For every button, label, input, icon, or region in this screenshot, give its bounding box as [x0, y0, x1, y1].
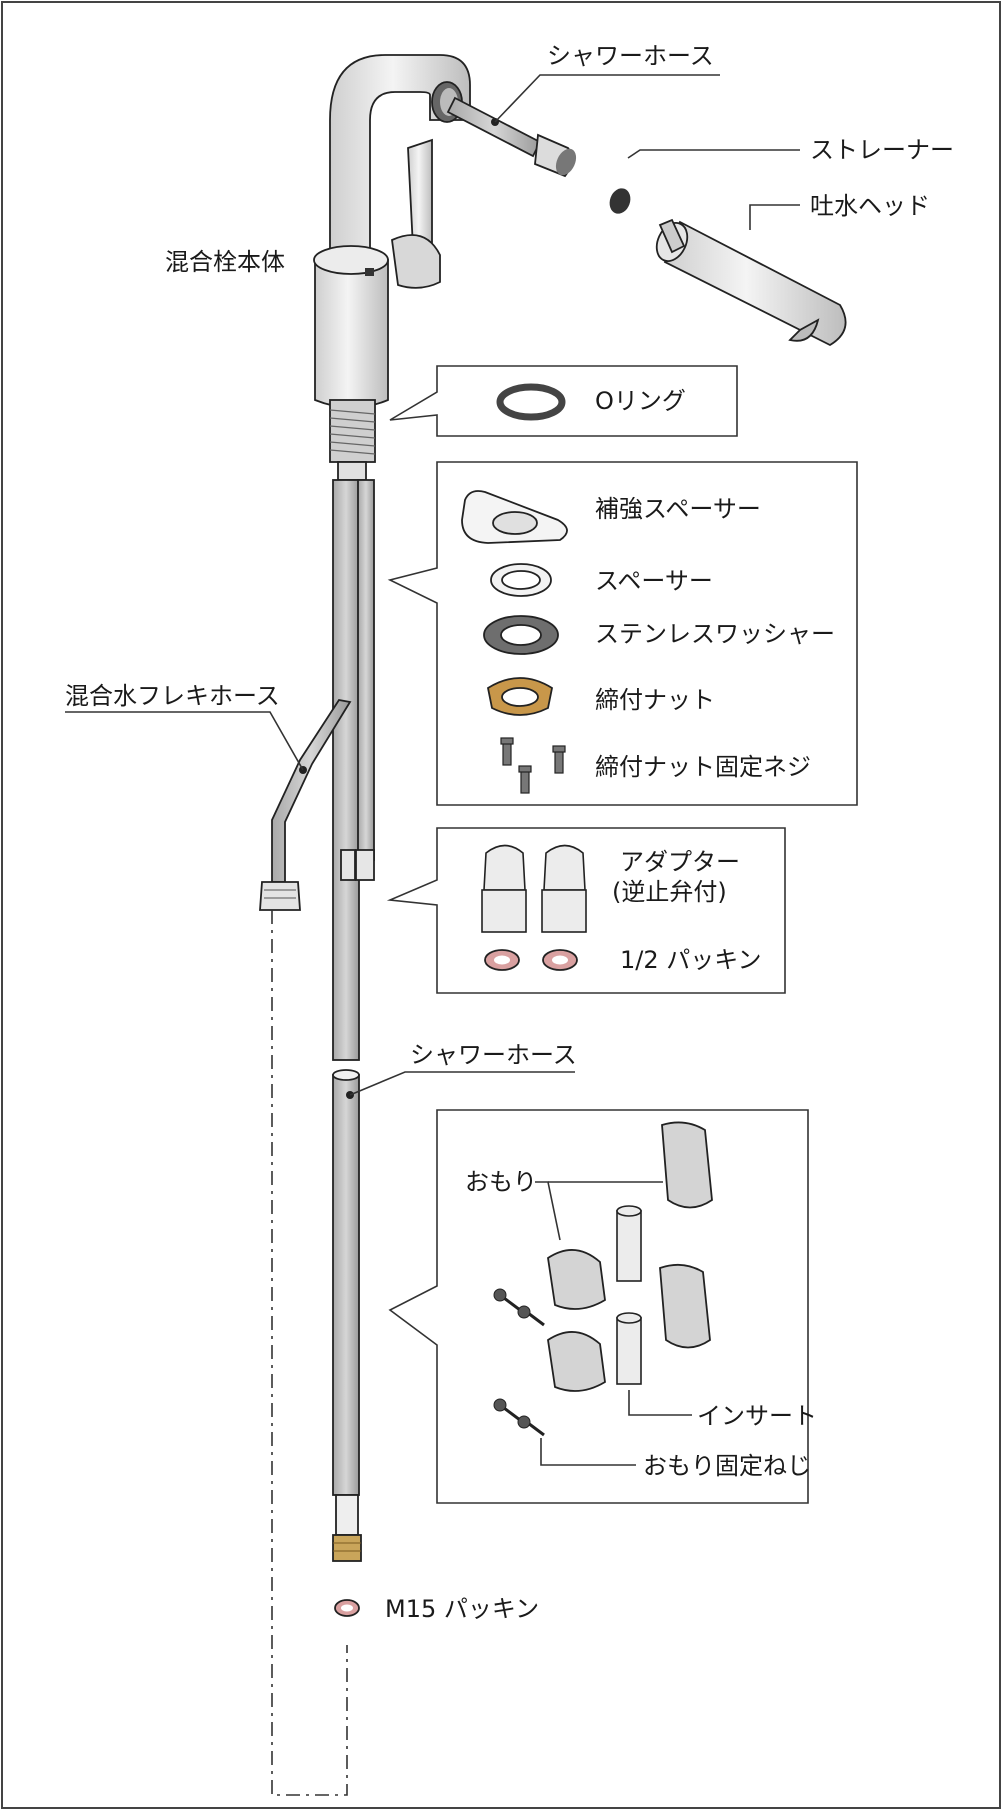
label-half-packing: 1/2 パッキン	[620, 946, 762, 974]
label-weight-screw: おもり固定ねじ	[643, 1452, 811, 1480]
label-weight: おもり	[465, 1168, 537, 1196]
callout-adapters	[386, 827, 786, 994]
label-fastening-nut-screw: 締付ナット固定ネジ	[595, 753, 811, 781]
label-mixed-water-flex-hose: 混合水フレキホース	[65, 682, 280, 710]
label-shower-hose-top: シャワーホース	[547, 42, 714, 70]
callout-o-ring	[389, 365, 738, 437]
label-m15-packing: M15 パッキン	[385, 1595, 539, 1623]
hoses-illustration	[259, 479, 375, 1796]
label-strainer: ストレーナー	[810, 136, 954, 164]
label-insert: インサート	[697, 1402, 817, 1430]
mixer-body-illustration	[313, 54, 471, 481]
label-adapter-line2: (逆止弁付)	[612, 878, 727, 906]
label-spout-head: 吐水ヘッド	[810, 192, 930, 220]
strainer-illustration	[609, 188, 631, 214]
label-shower-hose-mid: シャワーホース	[410, 1041, 577, 1069]
label-fastening-nut: 締付ナット	[595, 686, 715, 714]
label-o-ring: Oリング	[595, 387, 686, 415]
label-stainless-washer: ステンレスワッシャー	[595, 620, 835, 648]
label-reinforcing-spacer: 補強スペーサー	[595, 495, 761, 523]
callout-weights	[388, 1109, 809, 1504]
label-spacer: スペーサー	[595, 567, 713, 595]
m15-packing-illustration	[334, 1599, 360, 1617]
leader-lines	[65, 74, 800, 1096]
spout-head-illustration	[655, 218, 847, 347]
shower-hose-top-illustration	[446, 96, 577, 178]
label-adapter-line1: アダプター	[620, 848, 740, 876]
callout-washers	[387, 461, 858, 806]
label-mixer-body: 混合栓本体	[165, 248, 285, 276]
